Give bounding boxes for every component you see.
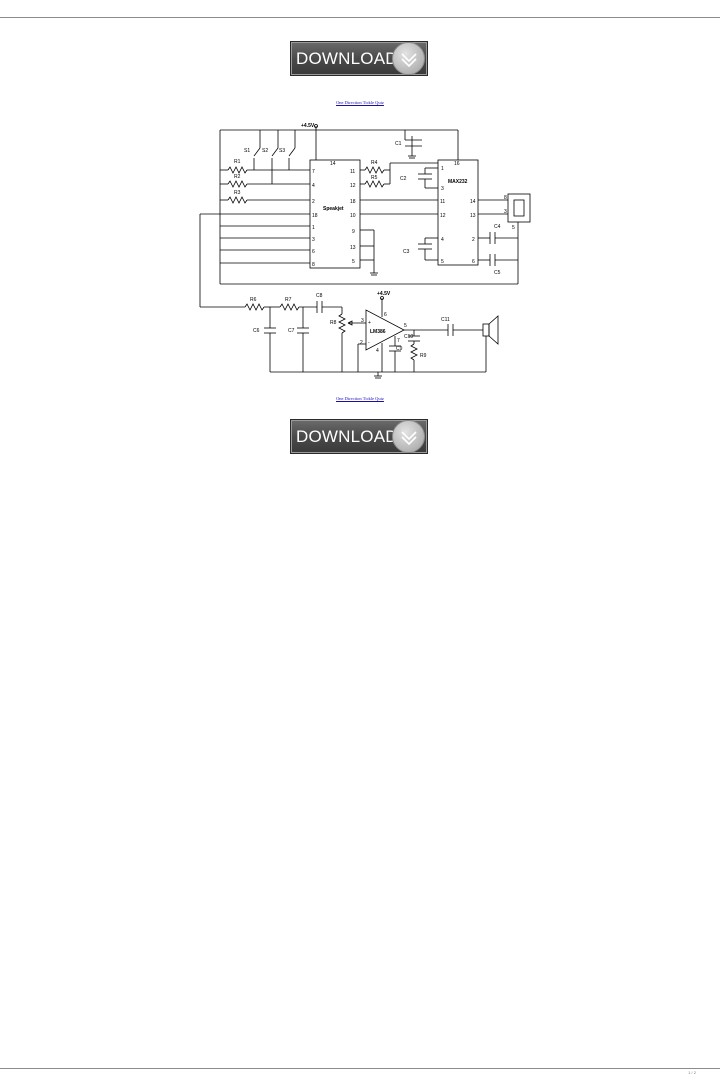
capacitor-label: C9 — [396, 346, 403, 352]
switch-label: S3 — [279, 148, 285, 154]
pin-label: 6 — [472, 259, 475, 265]
switch-label: S1 — [244, 148, 250, 154]
capacitor-label: C2 — [400, 176, 407, 182]
chevron-down-icon — [392, 420, 425, 453]
capacitor-label: C11 — [441, 317, 450, 323]
supply-label: +4.5V — [301, 123, 315, 129]
pin-label: 7 — [397, 338, 400, 344]
pin-label: 12 — [350, 183, 356, 189]
download-button[interactable]: DOWNLOAD — [290, 41, 428, 76]
pin-label: 5 — [441, 259, 444, 265]
ic-label: MAX232 — [448, 179, 468, 185]
pin-label: 4 — [312, 183, 315, 189]
capacitor-label: C5 — [494, 270, 501, 276]
circuit-schematic: +4.5V +4.5V S1 S2 S3 R1 R2 R3 R4 R5 R6 R… — [199, 123, 531, 379]
capacitor-label: C6 — [253, 328, 260, 334]
pin-label: 3 — [441, 186, 444, 192]
pin-label: 14 — [470, 199, 476, 205]
article-link-bottom[interactable]: One Direction Tickle Quiz — [336, 396, 384, 401]
pin-sign: - — [368, 340, 370, 346]
pin-label: 18 — [312, 213, 318, 219]
pin-label: 6 — [312, 249, 315, 255]
pin-label: 3 — [361, 318, 364, 324]
pin-label: 11 — [350, 169, 355, 175]
capacitor-label: C7 — [288, 328, 295, 334]
capacitor-label: C1 — [395, 141, 402, 147]
ic-label: Speakjet — [323, 206, 344, 212]
switch-label: S2 — [262, 148, 268, 154]
pin-label: 3 — [312, 237, 315, 243]
download-button-label: DOWNLOAD — [296, 427, 398, 446]
pin-label: 1 — [312, 225, 315, 231]
pin-sign: + — [368, 320, 371, 326]
pin-label: 18 — [350, 199, 356, 205]
article-link-top[interactable]: One Direction Tickle Quiz — [336, 100, 384, 105]
pin-label: 12 — [440, 213, 446, 219]
pin-label: 1 — [441, 166, 444, 172]
capacitor-label: C8 — [316, 293, 323, 299]
pin-label: 13 — [470, 213, 476, 219]
pin-label: 10 — [350, 213, 356, 219]
resistor-label: R5 — [371, 175, 378, 181]
download-button-label: DOWNLOAD — [296, 49, 398, 68]
page-number: 1 / 2 — [688, 1070, 696, 1075]
pin-label: 4 — [376, 348, 379, 354]
resistor-label: R4 — [371, 160, 378, 166]
pin-label: 16 — [454, 161, 460, 167]
top-divider — [0, 17, 720, 18]
capacitor-label: C3 — [403, 249, 410, 255]
bottom-divider — [0, 1068, 720, 1069]
resistor-label: R7 — [285, 297, 292, 303]
supply-label-amp: +4.5V — [377, 291, 391, 297]
capacitor-label: C10 — [404, 334, 413, 340]
pin-label: 5 — [512, 225, 515, 231]
resistor-label: R1 — [234, 159, 241, 165]
resistor-label: R9 — [420, 353, 427, 359]
pin-label: 13 — [350, 245, 356, 251]
resistor-label: R2 — [234, 174, 241, 180]
resistor-label: R3 — [234, 190, 241, 196]
ic-label: LM386 — [370, 329, 386, 335]
pin-label: 8 — [312, 262, 315, 268]
resistor-label: R6 — [250, 297, 257, 303]
pin-label: 3 — [504, 209, 507, 215]
pin-label: 14 — [330, 161, 336, 167]
pin-label: 2 — [472, 237, 475, 243]
resistor-label: R8 — [330, 320, 337, 326]
pin-label: 2 — [312, 199, 315, 205]
download-button-bottom[interactable]: DOWNLOAD — [290, 419, 428, 454]
capacitor-label: C4 — [494, 224, 501, 230]
pin-label: 2 — [360, 340, 363, 346]
pin-label: 5 — [404, 323, 407, 329]
pin-label: 9 — [352, 229, 355, 235]
pin-label: 4 — [441, 237, 444, 243]
pin-label: 6 — [384, 312, 387, 318]
pin-label: 7 — [312, 169, 315, 175]
pin-label: 11 — [440, 199, 445, 205]
pin-label: 5 — [352, 259, 355, 265]
pin-label: 8 — [504, 195, 507, 201]
chevron-down-icon — [392, 42, 425, 75]
